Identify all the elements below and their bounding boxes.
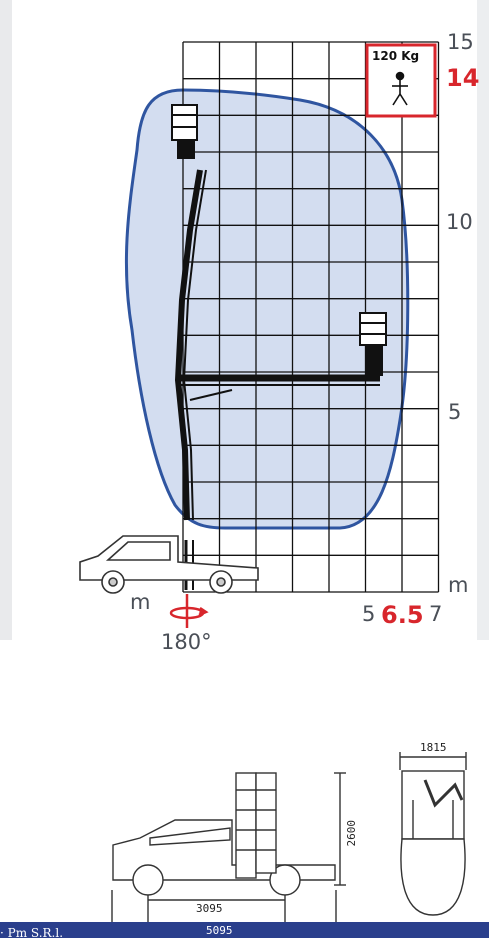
- outreach-unit-left: m: [130, 590, 151, 614]
- platform-basket-upper: [171, 104, 198, 159]
- height-label-15: 15: [447, 30, 474, 54]
- side-view-drawing: [111, 772, 346, 935]
- load-capacity-badge: [365, 43, 437, 118]
- platform-basket-outer: [359, 312, 387, 376]
- rear-view-drawing: [399, 752, 467, 916]
- person-icon: [392, 71, 408, 106]
- footer-bar: [0, 922, 489, 938]
- load-capacity-label: 120 Kg: [372, 49, 420, 63]
- rotation-icon: [169, 594, 209, 628]
- height-label-5: 5: [448, 400, 462, 424]
- max-outreach-label: 6.5: [381, 601, 424, 629]
- outreach-label-7: 7: [429, 602, 443, 626]
- height-dimension: 2600: [345, 820, 358, 847]
- truck-side-icon: [79, 535, 259, 594]
- rotation-label: 180°: [161, 630, 212, 654]
- height-unit-label: m: [448, 573, 469, 597]
- footer-text: · Pm S.R.l.: [0, 926, 64, 940]
- wheelbase-dimension: 3095: [196, 902, 223, 915]
- max-height-label: 14: [446, 64, 480, 92]
- width-dimension: 1815: [420, 741, 447, 754]
- length-dimension: 5095: [206, 924, 233, 937]
- outreach-label-5: 5: [362, 602, 376, 626]
- height-label-10: 10: [446, 210, 473, 234]
- aerial-boom: [174, 169, 380, 590]
